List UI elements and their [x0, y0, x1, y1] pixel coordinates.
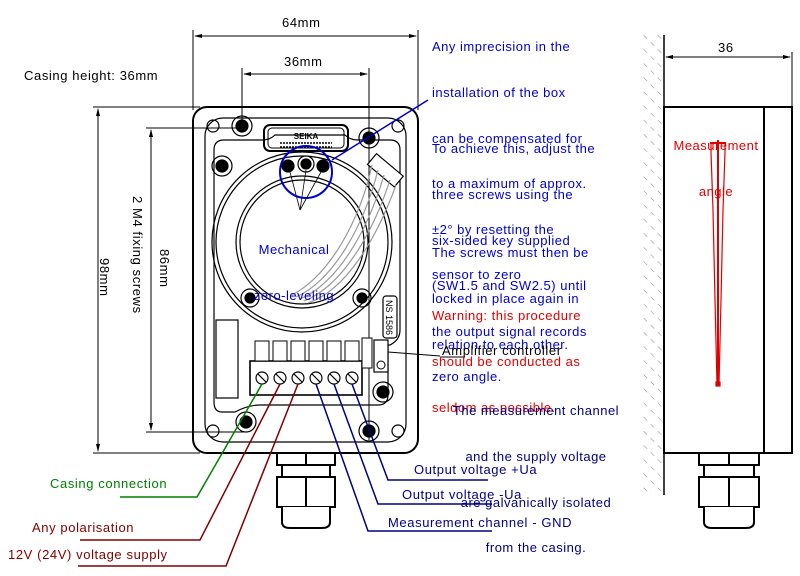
- output-minus-label: Output voltage -Ua: [402, 487, 522, 502]
- gnd-label: Measurement channel - GND: [388, 515, 573, 530]
- measurement-angle-indicator: [710, 140, 726, 387]
- note-line: Warning: this procedure: [432, 308, 582, 324]
- brand-plate: SEIKA: [263, 124, 349, 152]
- note-line: to a maximum of approx.: [432, 176, 587, 192]
- amplifier-controller-label: Amplifier controller: [442, 343, 562, 358]
- voltage-supply-label: 12V (24V) voltage supply: [8, 547, 168, 562]
- terminal-labels: [254, 340, 360, 362]
- amplifier-leader: [387, 351, 441, 357]
- note-line: from the casing.: [485, 540, 587, 556]
- note-isolation: The measurement channel and the supply v…: [436, 373, 636, 571]
- zero-leveling-leader: [331, 99, 429, 161]
- note-lock: The screws must then be locked in place …: [432, 215, 589, 367]
- note-line: relation to each other.: [432, 336, 569, 352]
- note-imprecision: Any imprecision in the installation of t…: [432, 9, 587, 298]
- note-line: installation of the box: [432, 85, 566, 101]
- note-line: and the supply voltage: [465, 449, 607, 465]
- note-line: The measurement channel: [452, 403, 620, 419]
- note-line: sensor to zero: [432, 267, 522, 283]
- leader-casing-connection: [120, 383, 263, 498]
- note-line: (SW1.5 and SW2.5) until: [432, 278, 587, 294]
- note-line: To achieve this, adjust the: [432, 141, 596, 157]
- dim-36mm-label: 36mm: [284, 54, 323, 69]
- note-line: Any imprecision in the: [432, 39, 571, 55]
- note-adjust: To achieve this, adjust the three screws…: [432, 111, 595, 400]
- label-line: Mechanical: [258, 242, 330, 258]
- dimension-86mm: [146, 127, 245, 433]
- zero-leveling-highlight: [279, 145, 333, 199]
- brand-text: SEIKA: [294, 132, 319, 141]
- note-line: can be compensated for: [432, 130, 583, 146]
- dimension-side-36: [665, 52, 793, 107]
- sensor-dial: [211, 151, 393, 333]
- cable-gland-side: [698, 452, 760, 529]
- leader-voltage-supply: [78, 383, 299, 567]
- connector-strip: [291, 152, 405, 304]
- leader-gnd: [315, 383, 492, 532]
- casing-connection-label: Casing connection: [50, 476, 168, 491]
- note-line: three screws using the: [432, 187, 574, 203]
- label-line: zero-leveling: [253, 288, 335, 304]
- terminal-block: [249, 337, 389, 396]
- note-line: ±2° by resetting the: [432, 221, 555, 237]
- fixing-screws-label: 2 M4 fixing screws: [130, 196, 145, 314]
- label-window: [215, 319, 239, 399]
- leader-any-polarisation: [80, 383, 281, 541]
- note-warning: Warning: this procedure should be conduc…: [432, 278, 581, 430]
- cable-gland-front: [276, 452, 336, 529]
- note-line: zero angle.: [432, 369, 502, 385]
- mechanical-zero-label: Mechanical zero-leveling: [244, 212, 344, 318]
- note-line: the output signal records: [432, 323, 587, 339]
- dim-side-36-label: 36: [718, 40, 734, 55]
- label-line: angle: [698, 184, 734, 200]
- internal-wires: [291, 164, 397, 304]
- note-line: are galvanically isolated: [460, 494, 612, 510]
- wire-leaders: [78, 383, 492, 567]
- dim-64mm-label: 64mm: [282, 15, 321, 30]
- casing-height-label: Casing height: 36mm: [24, 68, 159, 83]
- terminal-screws: [255, 371, 359, 385]
- dimension-64mm: [192, 30, 419, 110]
- leader-output-plus: [351, 383, 488, 481]
- wall-hatch: [640, 35, 665, 495]
- note-line: seldom as possible.: [432, 399, 556, 415]
- leader-output-minus: [333, 383, 492, 505]
- note-line: six-sided key supplied: [432, 232, 571, 248]
- any-polarisation-label: Any polarisation: [32, 520, 135, 535]
- measurement-angle-label: Measurement angle: [666, 108, 766, 214]
- dim-86mm-label: 86mm: [157, 249, 172, 288]
- serial-tag-text: NS 1586: [384, 300, 394, 335]
- dimension-98mm: [93, 106, 200, 454]
- label-line: Measurement: [673, 138, 759, 154]
- zero-leveling-screws: [281, 155, 330, 211]
- note-line: locked in place again in: [432, 291, 580, 307]
- serial-tag: NS 1586: [382, 295, 398, 339]
- dim-98mm-label: 98mm: [97, 258, 112, 297]
- note-line: should be conducted as: [432, 354, 581, 370]
- note-line: The screws must then be: [432, 245, 589, 261]
- output-plus-label: Output voltage +Ua: [414, 462, 538, 477]
